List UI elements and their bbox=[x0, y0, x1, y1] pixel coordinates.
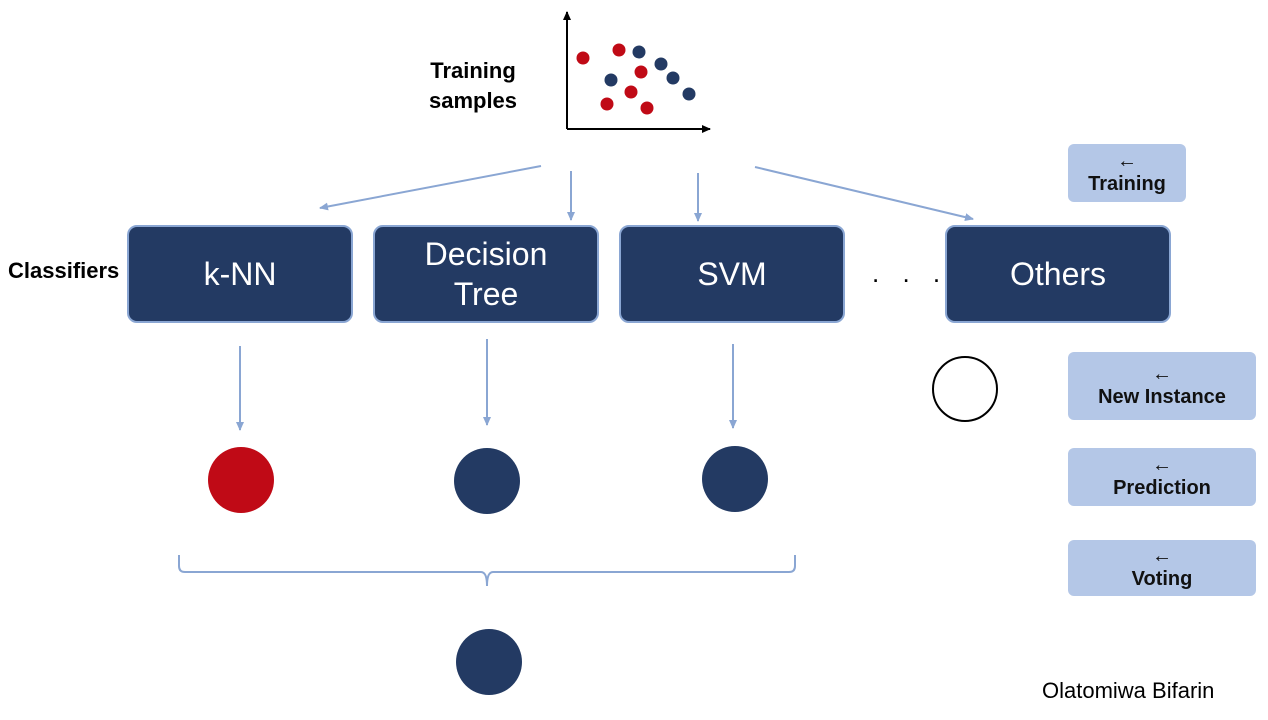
training-arrow-others bbox=[754, 166, 974, 222]
left-arrow-icon: ← bbox=[1152, 363, 1172, 385]
classifier-name: k-NN bbox=[203, 256, 277, 292]
training-samples-label: Training samples bbox=[428, 58, 518, 113]
scatter-point-red bbox=[600, 97, 614, 111]
final-vote-circle bbox=[456, 629, 522, 695]
classifiers-label: Classifiers bbox=[8, 258, 120, 283]
prediction-circle-tree bbox=[454, 448, 520, 514]
scatter-point-blue bbox=[604, 73, 618, 87]
classifier-box-knn: k-NN bbox=[127, 225, 353, 323]
scatter-point-red bbox=[576, 51, 590, 65]
classifier-box-decision-tree: Decision Tree bbox=[373, 225, 599, 323]
ellipsis: . . . bbox=[872, 258, 949, 288]
classifier-box-others: Others bbox=[945, 225, 1171, 323]
left-arrow-icon: ← bbox=[1152, 545, 1172, 567]
new-instance-circle bbox=[932, 356, 998, 422]
legend-new-instance: ← New Instance bbox=[1068, 352, 1256, 420]
prediction-circle-knn bbox=[208, 447, 274, 513]
scatter-point-red bbox=[640, 101, 654, 115]
scatter-points bbox=[576, 43, 696, 115]
legend-prediction: ← Prediction bbox=[1068, 448, 1256, 506]
classifier-name: SVM bbox=[697, 256, 767, 292]
legend-label: Training bbox=[1088, 173, 1166, 195]
legend-label: Voting bbox=[1131, 568, 1193, 590]
legend-voting: ← Voting bbox=[1068, 540, 1256, 596]
prediction-arrows bbox=[236, 339, 737, 431]
legend-label: New Instance bbox=[1098, 386, 1226, 408]
scatter-point-blue bbox=[632, 45, 646, 59]
prediction-circle-svm bbox=[702, 446, 768, 512]
legend-training: ← Training bbox=[1068, 144, 1186, 202]
author-credit: Olatomiwa Bifarin bbox=[1042, 678, 1215, 703]
scatter-point-blue bbox=[654, 57, 668, 71]
classifier-name: Decision Tree bbox=[424, 236, 548, 312]
legend-label: Prediction bbox=[1113, 477, 1211, 499]
scatter-plot bbox=[563, 11, 711, 133]
training-arrows bbox=[319, 165, 974, 222]
classifier-name: Others bbox=[1009, 256, 1107, 292]
left-arrow-icon: ← bbox=[1152, 454, 1172, 476]
voting-brace bbox=[178, 555, 796, 587]
training-arrow-knn bbox=[319, 165, 542, 211]
scatter-point-red bbox=[612, 43, 626, 57]
scatter-point-red bbox=[634, 65, 648, 79]
scatter-point-blue bbox=[666, 71, 680, 85]
scatter-point-blue bbox=[682, 87, 696, 101]
classifier-box-svm: SVM bbox=[619, 225, 845, 323]
left-arrow-icon: ← bbox=[1117, 150, 1137, 172]
scatter-point-red bbox=[624, 85, 638, 99]
